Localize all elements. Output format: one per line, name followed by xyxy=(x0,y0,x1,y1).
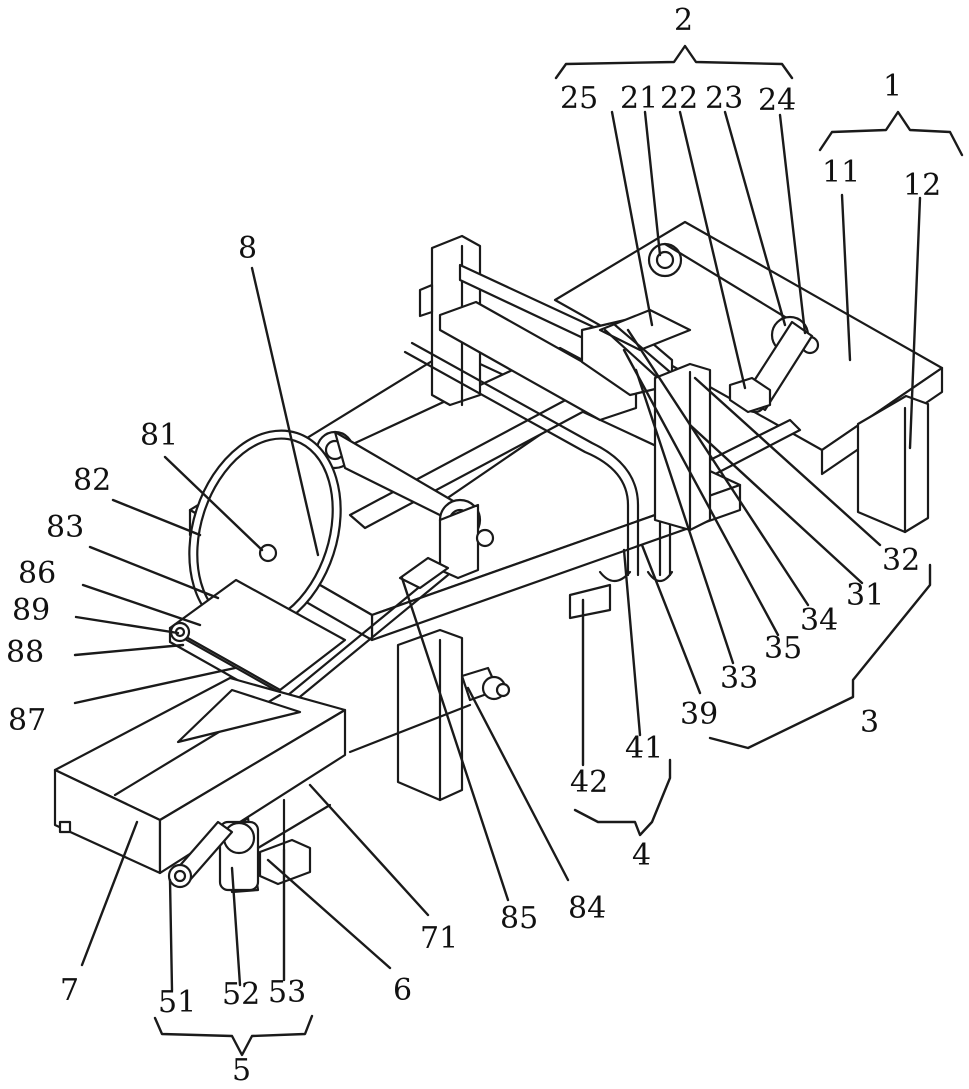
label-82: 82 xyxy=(73,463,111,498)
label-8: 8 xyxy=(238,231,257,266)
label-87: 87 xyxy=(8,703,46,738)
label-34: 34 xyxy=(800,603,838,638)
label-32: 32 xyxy=(882,543,920,578)
machine-drawing xyxy=(55,222,942,892)
label-12: 12 xyxy=(903,168,941,203)
label-25: 25 xyxy=(560,81,598,116)
label-88: 88 xyxy=(6,635,44,670)
label-35: 35 xyxy=(764,631,802,666)
label-84: 84 xyxy=(568,891,606,926)
label-39: 39 xyxy=(680,697,718,732)
brace-1 xyxy=(820,112,962,155)
label-21: 21 xyxy=(620,81,658,116)
label-7: 7 xyxy=(60,973,79,1008)
label-1: 1 xyxy=(883,69,902,104)
label-4: 4 xyxy=(632,838,651,873)
label-51: 51 xyxy=(158,985,196,1020)
label-52: 52 xyxy=(222,977,260,1012)
label-23: 23 xyxy=(705,81,743,116)
label-83: 83 xyxy=(46,510,84,545)
label-31: 31 xyxy=(846,578,884,613)
label-41: 41 xyxy=(625,731,663,766)
label-81: 81 xyxy=(140,418,178,453)
label-5: 5 xyxy=(232,1053,251,1088)
label-3: 3 xyxy=(860,705,879,740)
label-11: 11 xyxy=(822,155,860,190)
label-33: 33 xyxy=(720,661,758,696)
label-89: 89 xyxy=(12,593,50,628)
label-86: 86 xyxy=(18,556,56,591)
label-22: 22 xyxy=(660,81,698,116)
label-53: 53 xyxy=(268,975,306,1010)
label-6: 6 xyxy=(393,973,412,1008)
label-42: 42 xyxy=(570,765,608,800)
brace-5 xyxy=(155,1016,312,1055)
brace-3 xyxy=(710,565,930,748)
label-85: 85 xyxy=(500,901,538,936)
label-24: 24 xyxy=(758,83,796,118)
label-2: 2 xyxy=(674,3,693,38)
label-71: 71 xyxy=(420,921,458,956)
brace-2 xyxy=(556,46,792,78)
